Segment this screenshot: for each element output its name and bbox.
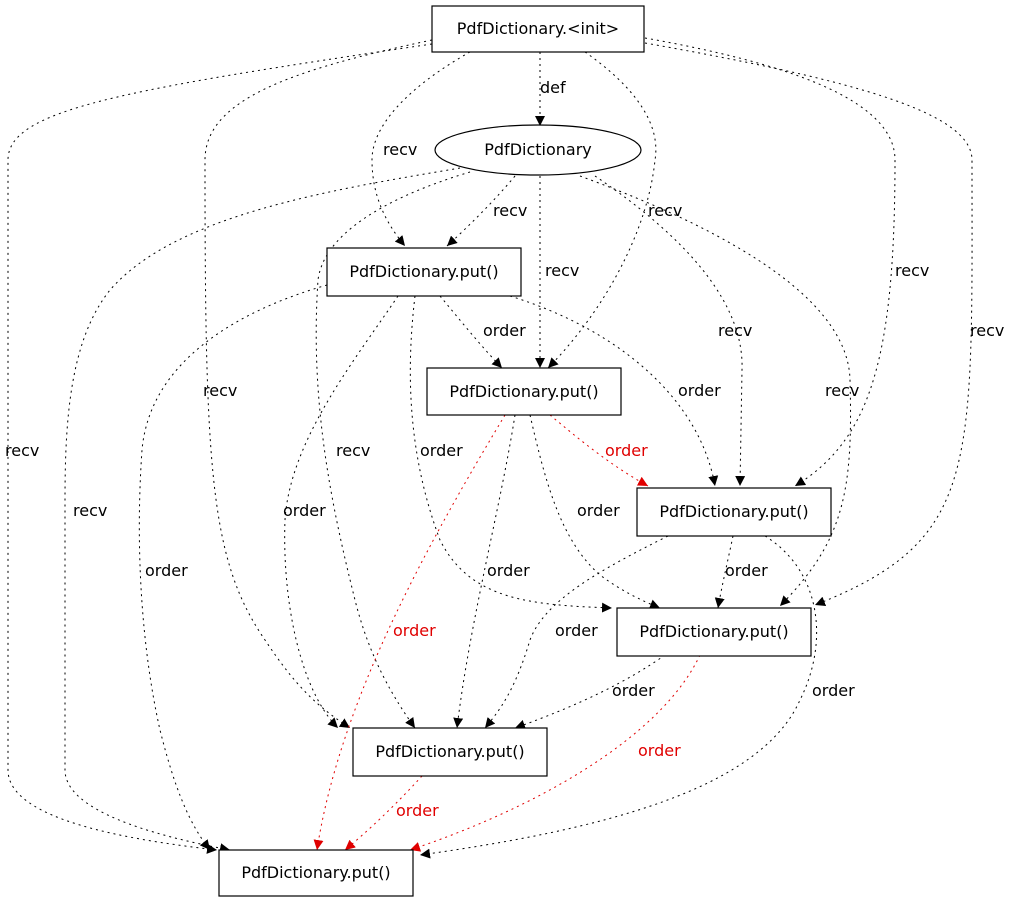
edge-label-recv: recv: [545, 261, 579, 280]
node-put-6-label: PdfDictionary.put(): [241, 863, 390, 882]
nodes-layer: PdfDictionary.<init> PdfDictionary PdfDi…: [218, 5, 832, 897]
node-put-6-box: [218, 849, 414, 897]
edge-label-recv: recv: [73, 501, 107, 520]
edge-object-to-put3: [594, 175, 746, 487]
node-put-4-label: PdfDictionary.put(): [639, 622, 788, 641]
edge-label-order: order: [725, 561, 768, 580]
edge-put1-to-put3: [509, 295, 719, 487]
edge-label-recv: recv: [203, 381, 237, 400]
edge-label-recv: recv: [336, 441, 370, 460]
edge-init-to-put2: [547, 51, 657, 369]
edge-label-order: order: [678, 381, 721, 400]
edge-label-recv: recv: [970, 321, 1004, 340]
node-put-3-label: PdfDictionary.put(): [659, 502, 808, 521]
edge-put1-to-put4: [409, 295, 613, 613]
node-put-3-box: [636, 487, 832, 537]
node-put-2[interactable]: PdfDictionary.put(): [426, 367, 622, 416]
node-put-5[interactable]: PdfDictionary.put(): [352, 727, 548, 777]
edge-put1-to-put5: [284, 295, 399, 729]
edge-put2-to-put4: [529, 414, 661, 609]
edge-put2-to-put3: [549, 414, 649, 487]
edge-label-order: order: [420, 441, 463, 460]
node-object-ellipse: [434, 124, 642, 176]
node-put-1[interactable]: PdfDictionary.put(): [326, 247, 522, 297]
edge-put2-to-put6: [313, 414, 506, 851]
node-init-box: [431, 5, 645, 53]
node-put-2-box: [426, 367, 622, 416]
edge-init-to-put4: [644, 42, 973, 606]
edge-label-order: order: [555, 621, 598, 640]
node-object[interactable]: PdfDictionary: [434, 124, 642, 176]
edge-label-recv: recv: [718, 321, 752, 340]
edge-label-order: order: [283, 501, 326, 520]
edge-label-order-highlight: order: [605, 441, 648, 460]
edge-object-to-put6: [64, 167, 461, 854]
edges-layer: def recv recv recv recv recv recv recv r…: [5, 37, 1004, 859]
edge-label-recv: recv: [5, 441, 39, 460]
edge-label-order: order: [812, 681, 855, 700]
edge-init-to-put3: [644, 37, 896, 487]
edge-label-order-highlight: order: [638, 741, 681, 760]
edge-label-recv: recv: [895, 261, 929, 280]
node-put-2-label: PdfDictionary.put(): [449, 382, 598, 401]
node-put-4-box: [616, 607, 812, 657]
edge-label-recv: recv: [825, 381, 859, 400]
edge-put4-to-put5: [514, 654, 666, 730]
edge-object-to-put5: [315, 171, 471, 729]
node-put-1-box: [326, 247, 522, 297]
edge-label-order: order: [145, 561, 188, 580]
node-put-5-box: [352, 727, 548, 777]
node-put-3[interactable]: PdfDictionary.put(): [636, 487, 832, 537]
node-put-5-label: PdfDictionary.put(): [375, 742, 524, 761]
node-put-6[interactable]: PdfDictionary.put(): [218, 849, 414, 897]
node-init[interactable]: PdfDictionary.<init>: [431, 5, 645, 53]
edge-label-order-highlight: order: [396, 801, 439, 820]
edge-label-order: order: [483, 321, 526, 340]
node-put-1-label: PdfDictionary.put(): [349, 262, 498, 281]
edge-put1-to-put2: [439, 295, 503, 369]
edge-label-recv: recv: [493, 201, 527, 220]
edge-label-order: order: [612, 681, 655, 700]
edge-put3-to-put6: [419, 535, 817, 859]
node-init-label: PdfDictionary.<init>: [457, 19, 619, 38]
edge-label-order-highlight: order: [393, 621, 436, 640]
edge-label-order: order: [577, 501, 620, 520]
edge-label-recv: recv: [383, 140, 417, 159]
edge-label-def: def: [540, 78, 566, 97]
edge-put3-to-put4: [714, 535, 734, 609]
node-put-4[interactable]: PdfDictionary.put(): [616, 607, 812, 657]
node-object-label: PdfDictionary: [484, 140, 592, 159]
edge-object-to-put1: [446, 175, 516, 247]
edge-label-order: order: [487, 561, 530, 580]
